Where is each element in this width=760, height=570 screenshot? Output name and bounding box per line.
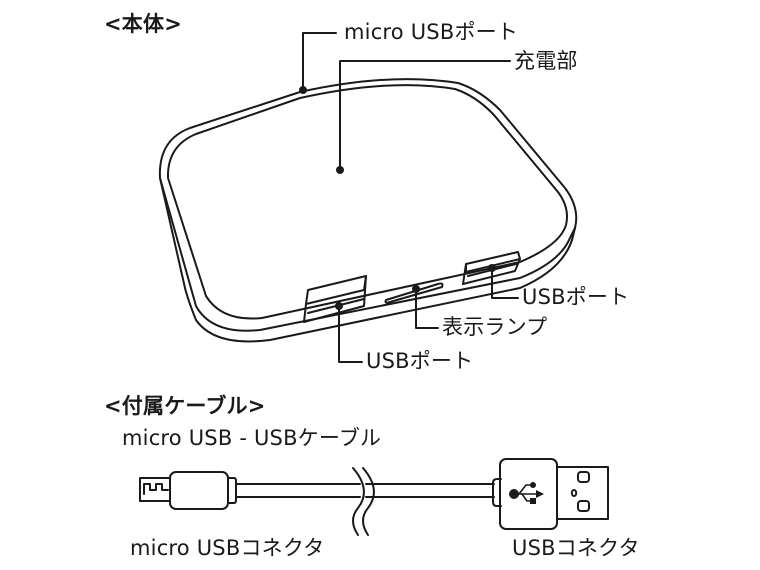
callout-indicator-lamp: 表示ランプ [442, 315, 548, 339]
indicator-lamp-illustration [384, 282, 444, 304]
callout-usb-port-right: USBポート [522, 285, 630, 309]
label-micro-usb-connector: micro USBコネクタ [130, 536, 325, 560]
label-usb-connector: USBコネクタ [512, 536, 640, 560]
callout-micro-usb-port: micro USBポート [344, 20, 519, 44]
callout-usb-port-left: USBポート [366, 349, 474, 373]
leader-dots [299, 86, 496, 310]
section-title-body: <本体> [104, 12, 182, 36]
cable-illustration [139, 458, 609, 536]
usb-logo-icon [509, 482, 544, 504]
leader-lines [302, 32, 519, 363]
charging-pad-illustration [158, 78, 578, 343]
cable-name: micro USB - USBケーブル [122, 426, 382, 450]
callout-charging-area: 充電部 [514, 49, 578, 73]
section-title-cable: <付属ケーブル> [104, 394, 266, 418]
